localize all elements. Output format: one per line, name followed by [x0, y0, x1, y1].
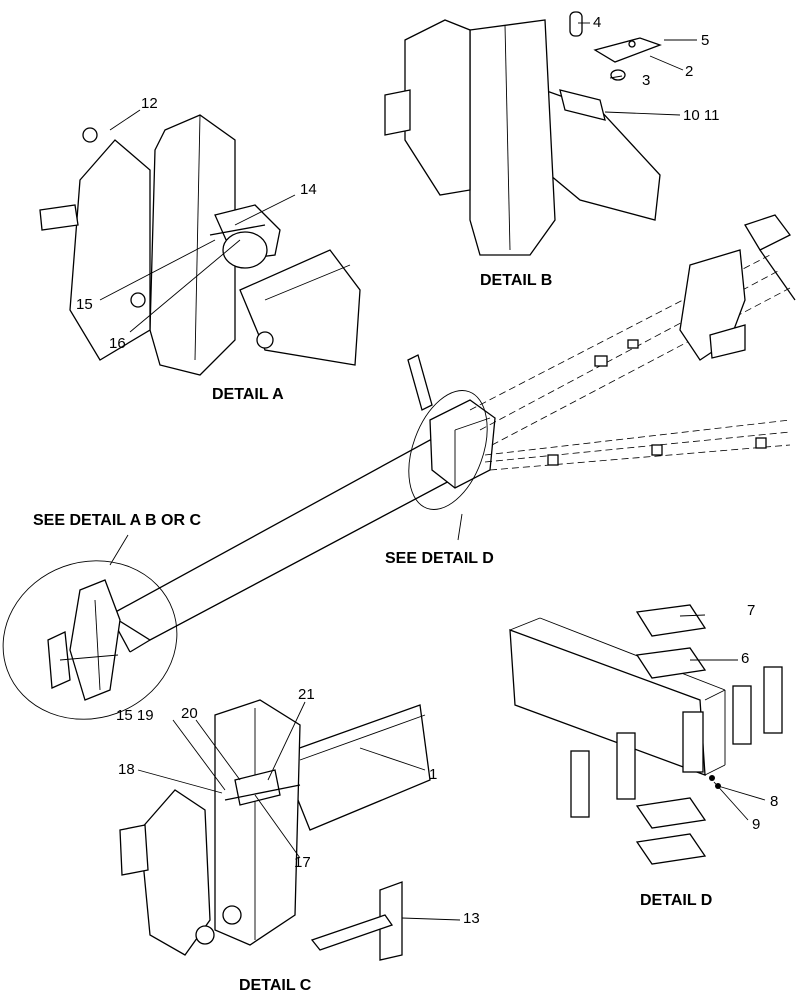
leader-lines — [99, 22, 766, 921]
part-label-16: 16 — [109, 335, 126, 352]
part-label-1: 1 — [429, 766, 438, 783]
part-label-6: 6 — [741, 650, 750, 667]
see-detail-d-callout: SEE DETAIL D — [385, 550, 494, 567]
part-label-5: 5 — [701, 32, 710, 49]
part-label-8: 8 — [770, 793, 779, 810]
part-label-9: 9 — [752, 816, 761, 833]
part-label-15-19: 15 19 — [116, 707, 154, 724]
detail-c-drawing — [119, 699, 431, 961]
detail-abc-ellipse — [2, 560, 178, 720]
part-label-4: 4 — [593, 14, 602, 31]
part-label-20: 20 — [181, 705, 198, 722]
detail-a-drawing — [39, 114, 361, 376]
part-label-3: 3 — [642, 72, 651, 89]
detail-d-drawing — [509, 604, 783, 865]
part-label-17: 17 — [294, 854, 311, 871]
see-detail-abc-callout: SEE DETAIL A B OR C — [33, 512, 202, 529]
detail-b-title: DETAIL B — [480, 272, 553, 289]
part-label-14: 14 — [300, 181, 317, 198]
detail-b-drawing — [384, 11, 662, 256]
detail-d-ellipse — [408, 390, 488, 510]
part-label-10-11: 10 11 — [683, 107, 720, 124]
detail-d-title: DETAIL D — [640, 892, 713, 909]
part-label-2: 2 — [685, 63, 694, 80]
detail-c-title: DETAIL C — [239, 977, 312, 994]
part-label-18: 18 — [118, 761, 135, 778]
part-label-7: 7 — [747, 602, 756, 619]
part-label-15: 15 — [76, 296, 93, 313]
detail-a-title: DETAIL A — [212, 386, 284, 403]
main-beam-assembly — [108, 214, 796, 653]
hitch-thumbnail — [47, 579, 121, 701]
part-label-13: 13 — [463, 910, 480, 927]
part-label-21: 21 — [298, 686, 315, 703]
part-label-12: 12 — [141, 95, 158, 112]
